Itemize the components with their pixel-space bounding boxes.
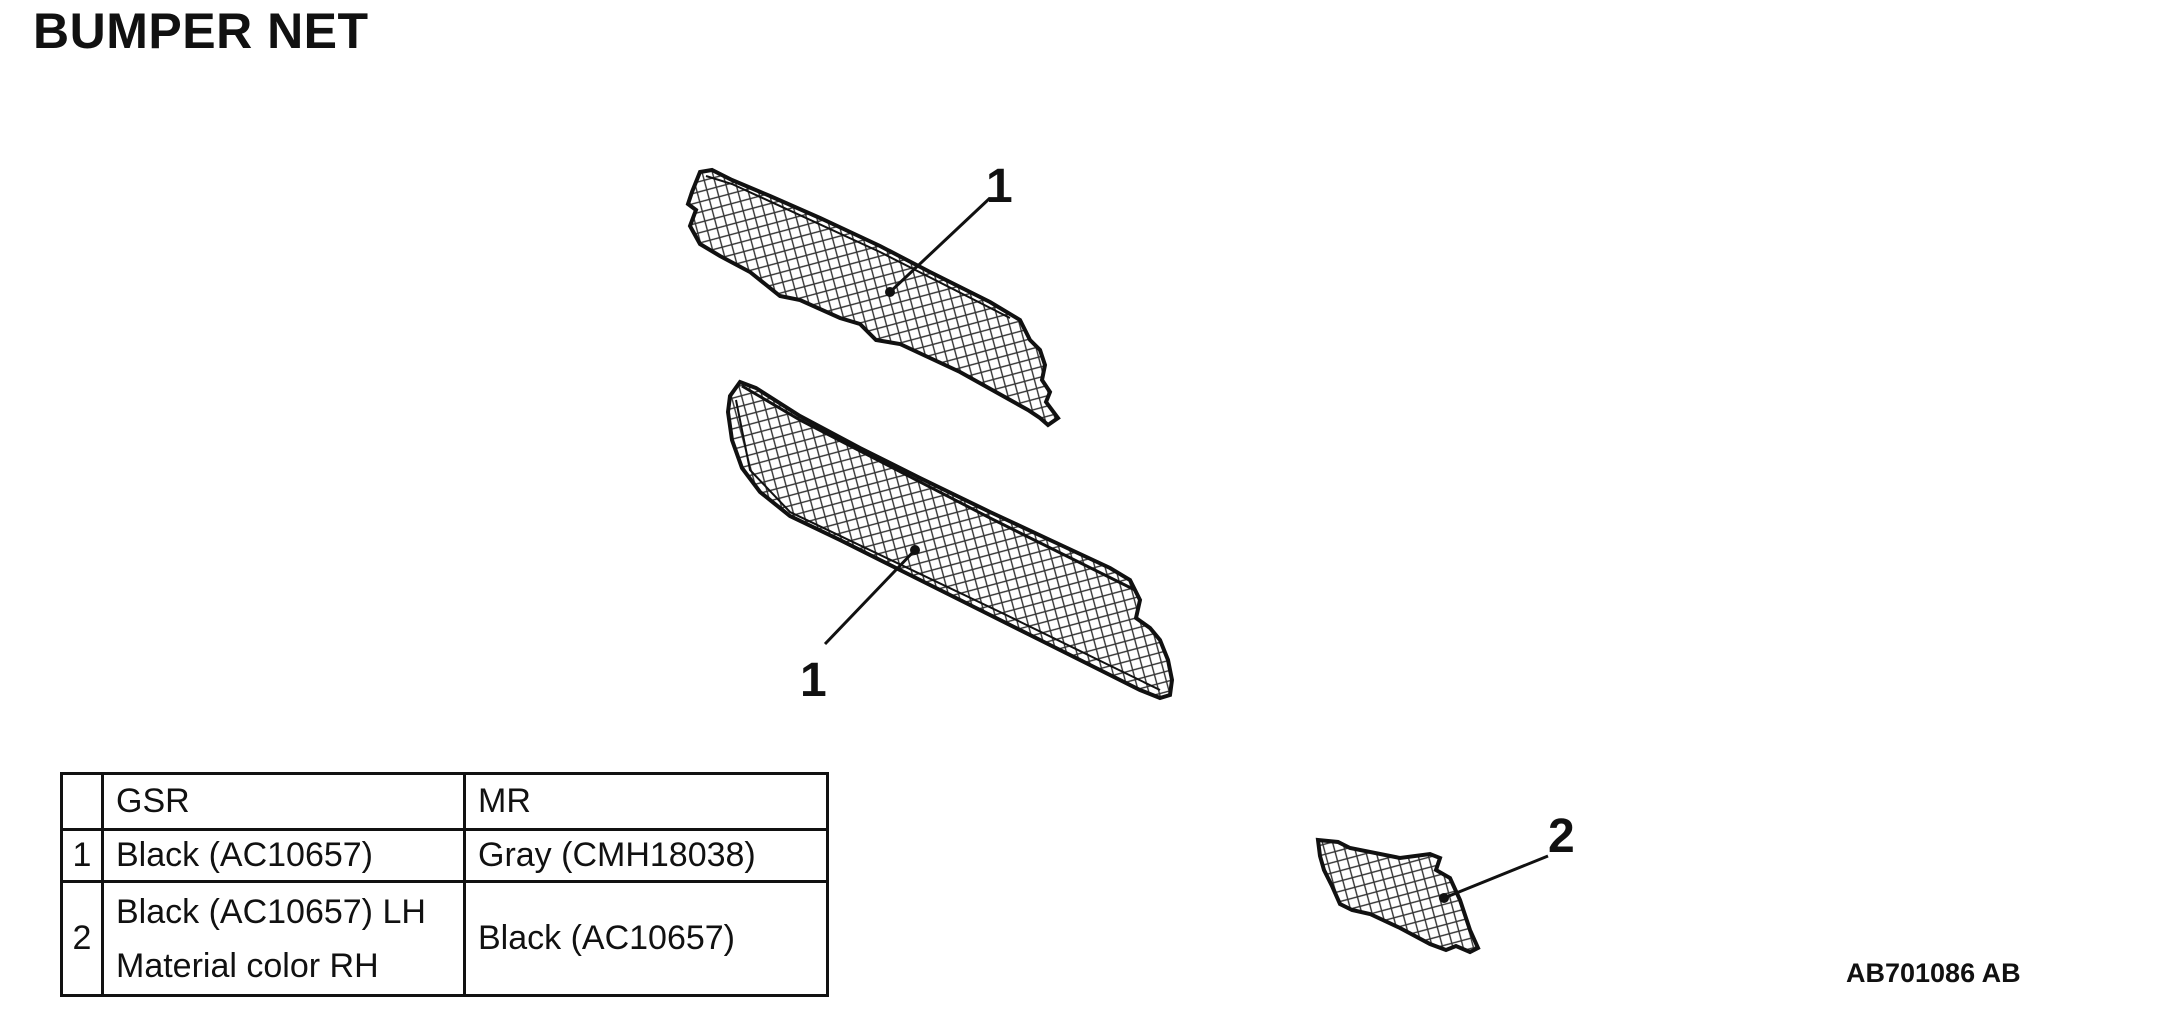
table-cell-num: 1 xyxy=(60,828,104,883)
callout-leader-upper xyxy=(888,196,992,294)
table-row: 2 Black (AC10657) LH Material color RH B… xyxy=(60,880,829,997)
table-cell-gsr: Black (AC10657) LH Material color RH xyxy=(101,880,466,997)
callout-label-upper: 1 xyxy=(986,160,1013,213)
table-cell-gsr-line: Black (AC10657) LH xyxy=(116,892,426,931)
color-spec-table: GSR MR 1 Black (AC10657) Gray (CMH18038)… xyxy=(60,772,829,997)
table-header-cell xyxy=(60,772,104,831)
table-cell-mr: Gray (CMH18038) xyxy=(463,828,829,883)
table-cell-gsr: Black (AC10657) xyxy=(101,828,466,883)
table-header-cell: GSR xyxy=(101,772,466,831)
table-header-cell: MR xyxy=(463,772,829,831)
callout-leader-lower xyxy=(823,548,917,646)
lower-bumper-net xyxy=(725,379,1175,701)
callout-leader-side xyxy=(1443,854,1549,900)
diagram-reference-id: AB701086 AB xyxy=(1846,958,2021,988)
side-bumper-net xyxy=(1315,837,1481,955)
callout-label-side: 2 xyxy=(1548,810,1575,863)
table-cell-num: 2 xyxy=(60,880,104,997)
upper-bumper-net xyxy=(685,167,1061,428)
table-header-row: GSR MR xyxy=(60,772,829,831)
page-title: BUMPER NET xyxy=(33,3,369,59)
table-cell-gsr-line: Material color RH xyxy=(116,946,379,985)
callout-label-lower: 1 xyxy=(800,654,827,707)
table-cell-mr: Black (AC10657) xyxy=(463,880,829,997)
table-row: 1 Black (AC10657) Gray (CMH18038) xyxy=(60,828,829,883)
